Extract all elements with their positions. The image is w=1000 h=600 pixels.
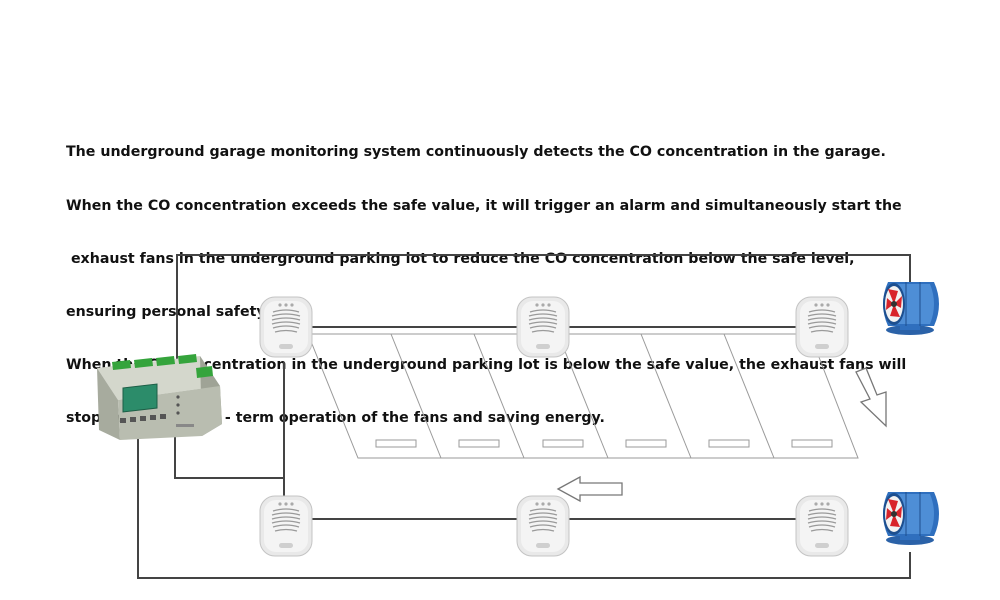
- parking-space-marker: [542, 439, 584, 448]
- hollow-arrow-icon: [556, 475, 623, 503]
- co-detector-icon: [795, 296, 849, 358]
- parking-space-marker: [458, 439, 500, 448]
- parking-area-outline: [307, 333, 859, 459]
- parking-space-divider: [473, 333, 525, 459]
- axial-exhaust-fan-icon: [882, 491, 940, 546]
- co-monitoring-controller-icon: [97, 354, 222, 440]
- co-detector-icon: [516, 495, 570, 557]
- parking-space-divider: [557, 333, 609, 459]
- co-detector-icon: [259, 495, 313, 557]
- parking-area: [307, 333, 859, 459]
- top-power-wire: [176, 254, 911, 362]
- hollow-arrow-icon: [855, 367, 887, 428]
- parking-space-divider: [723, 333, 775, 459]
- axial-exhaust-fan-icon: [882, 281, 940, 336]
- co-detector-icon: [516, 296, 570, 358]
- parking-space-marker: [375, 439, 417, 448]
- co-detector-icon: [259, 296, 313, 358]
- description-line: When the CO concentration exceeds the sa…: [66, 197, 902, 214]
- co-detector-icon: [795, 495, 849, 557]
- parking-space-marker: [708, 439, 750, 448]
- parking-space-divider: [390, 333, 442, 459]
- description-line: The underground garage monitoring system…: [66, 144, 886, 161]
- top-detector-feed-wire: [174, 362, 285, 479]
- parking-space-marker: [791, 439, 833, 448]
- bottom-power-wire: [137, 432, 911, 579]
- parking-space-divider: [640, 333, 692, 459]
- parking-space-marker: [625, 439, 667, 448]
